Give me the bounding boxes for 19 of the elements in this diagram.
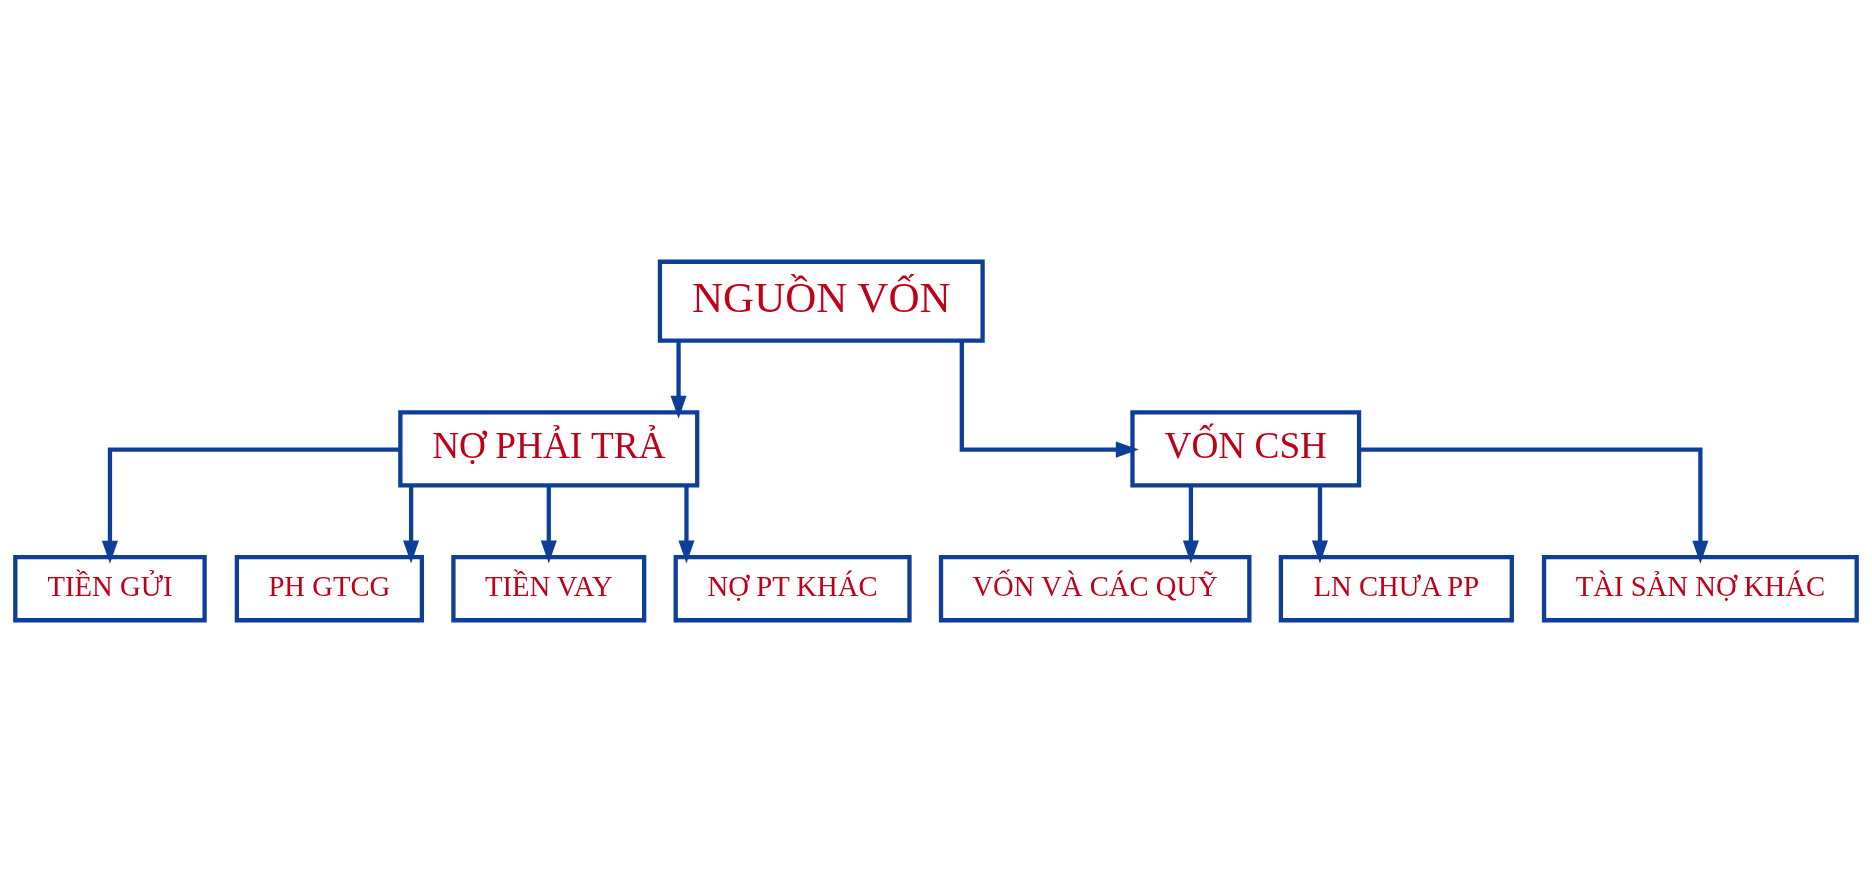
arrow (670, 340, 687, 419)
node-box: PH GTCG (234, 555, 424, 623)
arrow (101, 447, 401, 564)
node-box: NỢ PT KHÁC (673, 555, 912, 623)
node-box: TIỀN VAY (451, 555, 647, 623)
node-box: TÀI SẢN NỢ KHÁC (1541, 555, 1859, 623)
arrow (540, 485, 557, 564)
node-box: VỐN VÀ CÁC QUỸ (938, 555, 1252, 623)
node-box: NỢ PHẢI TRẢ (398, 410, 700, 488)
arrow (403, 485, 420, 564)
arrow (1311, 485, 1329, 564)
node-box: LN CHƯA PP (1278, 555, 1514, 623)
node-box: NGUỒN VỐN (657, 259, 985, 343)
node-box: VỐN CSH (1130, 410, 1362, 488)
arrow (959, 340, 1139, 458)
arrow (678, 485, 695, 564)
arrow (1182, 485, 1199, 564)
node-box: TIỀN GỬI (13, 555, 207, 623)
arrow (1359, 447, 1709, 564)
